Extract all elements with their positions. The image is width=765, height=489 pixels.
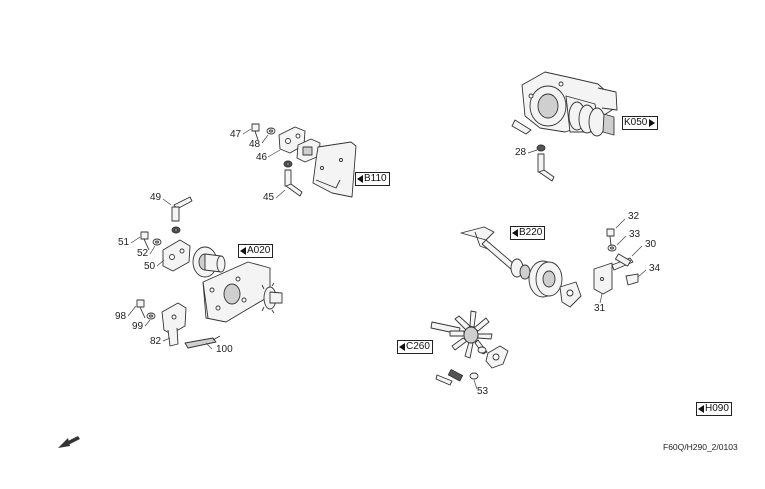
lever-assembly [136, 299, 221, 349]
triangle-left-icon [512, 229, 518, 237]
reference-a020[interactable]: A020 [238, 244, 274, 258]
triangle-left-icon [399, 343, 405, 351]
part-number-47: 47 [230, 129, 242, 140]
part-number-52: 52 [137, 248, 149, 259]
direction-arrow-icon [58, 436, 80, 448]
reference-h090[interactable]: H090 [696, 402, 732, 416]
housing-a020 [202, 261, 283, 323]
bracket-assembly-b110 [251, 123, 357, 198]
part-number-100: 100 [216, 344, 233, 355]
part-number-50: 50 [144, 261, 156, 272]
part-number-82: 82 [150, 336, 162, 347]
part-number-28: 28 [515, 147, 527, 158]
housing-k050 [511, 71, 618, 182]
triangle-left-icon [698, 405, 704, 413]
reference-k050[interactable]: K050 [622, 116, 659, 130]
part-number-30: 30 [645, 239, 657, 250]
bracket-assembly-31 [593, 228, 639, 295]
part-number-34: 34 [649, 263, 661, 274]
part-number-46: 46 [256, 152, 268, 163]
part-number-51: 51 [118, 237, 130, 248]
reference-b220[interactable]: B220 [510, 226, 546, 240]
reference-c260[interactable]: C260 [397, 340, 433, 354]
part-number-53: 53 [477, 386, 489, 397]
part-number-45: 45 [263, 192, 275, 203]
reference-b110[interactable]: B110 [355, 172, 390, 186]
triangle-right-icon [649, 119, 656, 127]
part-number-31: 31 [594, 303, 606, 314]
part-number-49: 49 [150, 192, 162, 203]
triangle-left-icon [357, 175, 363, 183]
part-number-32: 32 [628, 211, 640, 222]
part-number-99: 99 [132, 321, 144, 332]
triangle-left-icon [240, 247, 246, 255]
hinge-assembly [140, 196, 226, 278]
part-number-33: 33 [629, 229, 641, 240]
pulley-assembly-b220 [460, 226, 582, 308]
part-number-48: 48 [249, 139, 261, 150]
fan-assembly-c260 [430, 310, 509, 386]
drawing-code: F60Q/H290_2/0103 [663, 442, 738, 452]
part-number-98: 98 [115, 311, 127, 322]
